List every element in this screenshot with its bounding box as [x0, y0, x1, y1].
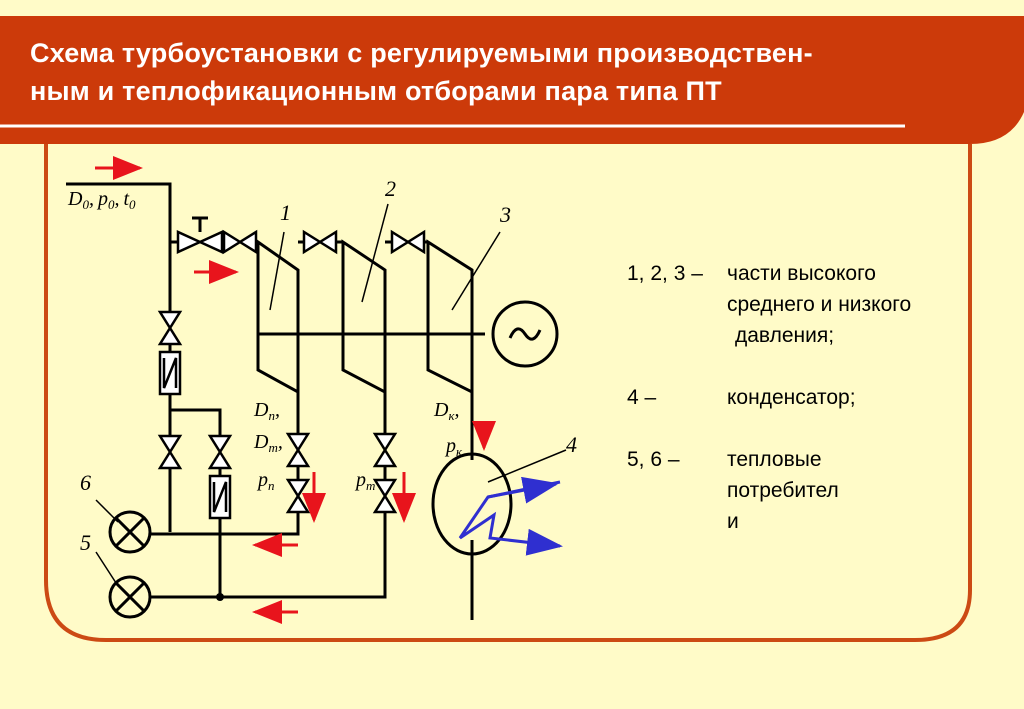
legend-key: 5, 6 – [627, 448, 680, 471]
valve-left-2 [157, 434, 183, 470]
legend-item-1-line-2: среднего и низкого [627, 289, 1017, 320]
legend-key: 4 – [627, 386, 657, 409]
page-title: Схема турбоустановки с регулируемыми про… [30, 34, 990, 110]
legend-item-2: 4 – конденсатор; [627, 382, 1017, 413]
valve-bypass [207, 434, 233, 470]
label-4: 4 [566, 432, 577, 457]
title-line-2: ным и теплофикационным отборами пара тип… [30, 76, 722, 106]
valve-t-1 [372, 432, 398, 468]
inlet-label: D0,p0,t0 [67, 188, 136, 212]
legend: 1, 2, 3 – части высокого среднего и низк… [627, 258, 1017, 537]
label-5: 5 [80, 530, 91, 555]
legend-item-3-line-3: и [627, 506, 1017, 537]
generator [491, 300, 559, 368]
valve-t-2 [372, 478, 398, 514]
legend-text: потребител [727, 479, 839, 502]
title-band [0, 16, 1024, 144]
legend-spacer [627, 351, 1017, 382]
legend-text: среднего и низкого [727, 293, 912, 316]
legend-spacer [627, 413, 1017, 444]
legend-item-1-line-3: давления; [627, 320, 1017, 351]
legend-text: тепловые [727, 448, 822, 471]
inlet-pipe [66, 182, 172, 532]
lp-turbine-body [426, 239, 474, 395]
label-Dk: Dк, [433, 399, 460, 423]
legend-text: конденсатор; [727, 386, 856, 409]
label-Dt: Dт, [253, 431, 283, 455]
valve-left-1 [157, 310, 183, 346]
legend-text: части высокого [727, 262, 876, 285]
legend-text: и [727, 510, 739, 533]
condenser [431, 452, 513, 556]
label-3: 3 [499, 202, 511, 227]
legend-item-1: 1, 2, 3 – части высокого [627, 258, 1017, 289]
label-pt: pт [354, 469, 375, 493]
valve-top-4 [390, 229, 426, 255]
legend-key: 1, 2, 3 – [627, 262, 703, 285]
label-2: 2 [385, 176, 396, 201]
legend-item-3: 5, 6 – тепловые [627, 444, 1017, 475]
valve-p-2 [285, 478, 311, 514]
svg-text:D0,p0,t0: D0,p0,t0 [67, 188, 136, 212]
consumer-6 [108, 510, 152, 554]
label-pk: pк [444, 435, 463, 459]
ip-turbine-body [341, 239, 387, 395]
label-1: 1 [280, 200, 291, 225]
valve-top-2 [222, 229, 258, 255]
label-6: 6 [80, 470, 91, 495]
legend-text: давления; [735, 324, 835, 347]
valve-top-1 [176, 230, 224, 254]
valve-p-1 [285, 432, 311, 468]
consumer-5 [108, 575, 152, 619]
label-pp: pп [256, 469, 275, 493]
valve-top-3 [302, 229, 338, 255]
content-frame [44, 144, 972, 642]
label-Dp: Dп, [253, 399, 280, 423]
legend-item-3-line-2: потребител [627, 475, 1017, 506]
title-line-1: Схема турбоустановки с регулируемыми про… [30, 38, 813, 68]
